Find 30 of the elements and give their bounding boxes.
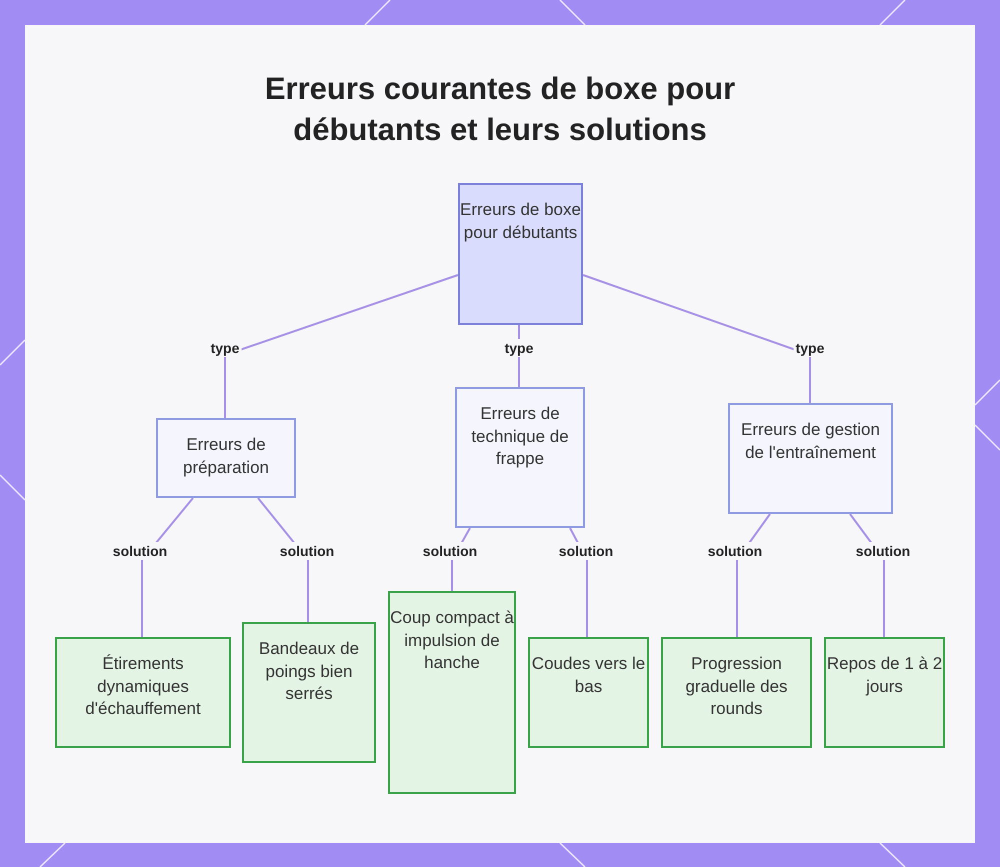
concept-box — [55, 637, 231, 748]
box-label: Erreurs de boxe pour débutants — [460, 199, 581, 244]
edge-label: solution — [706, 542, 764, 560]
connector-line — [582, 274, 811, 403]
box-label: Progression graduelle des rounds — [684, 653, 789, 720]
diagram-title: Erreurs courantes de boxe pour débutants et leurs solutions — [264, 70, 736, 149]
edge-label: solution — [854, 542, 912, 560]
box-label: Erreurs de gestion de l'entraînement — [740, 419, 881, 464]
box-label: Étirements dynamiques d'échauffement — [84, 653, 202, 720]
edge-label: solution — [420, 542, 480, 560]
concept-box — [661, 637, 812, 748]
box-label: Bandeaux de poings bien serrés — [258, 638, 360, 705]
box-label: Coudes vers le bas — [530, 653, 646, 698]
box-label: Coup compact à impulsion de hanche — [390, 607, 514, 674]
concept-box — [824, 637, 945, 748]
concept-box — [388, 591, 516, 794]
edge-label: solution — [556, 542, 616, 560]
concept-box — [156, 418, 296, 498]
edge-label: type — [502, 339, 536, 357]
concept-box — [528, 637, 649, 748]
edge-label: solution — [110, 542, 170, 560]
concept-box — [728, 403, 893, 514]
connector-line — [224, 274, 458, 418]
concept-box — [455, 387, 585, 528]
concept-box — [242, 622, 376, 763]
edge-label: solution — [278, 542, 336, 560]
box-label: Erreurs de préparation — [182, 434, 270, 478]
box-label: Erreurs de technique de frappe — [470, 403, 570, 470]
concept-box — [458, 183, 583, 325]
box-label: Repos de 1 à 2 jours — [826, 653, 943, 698]
